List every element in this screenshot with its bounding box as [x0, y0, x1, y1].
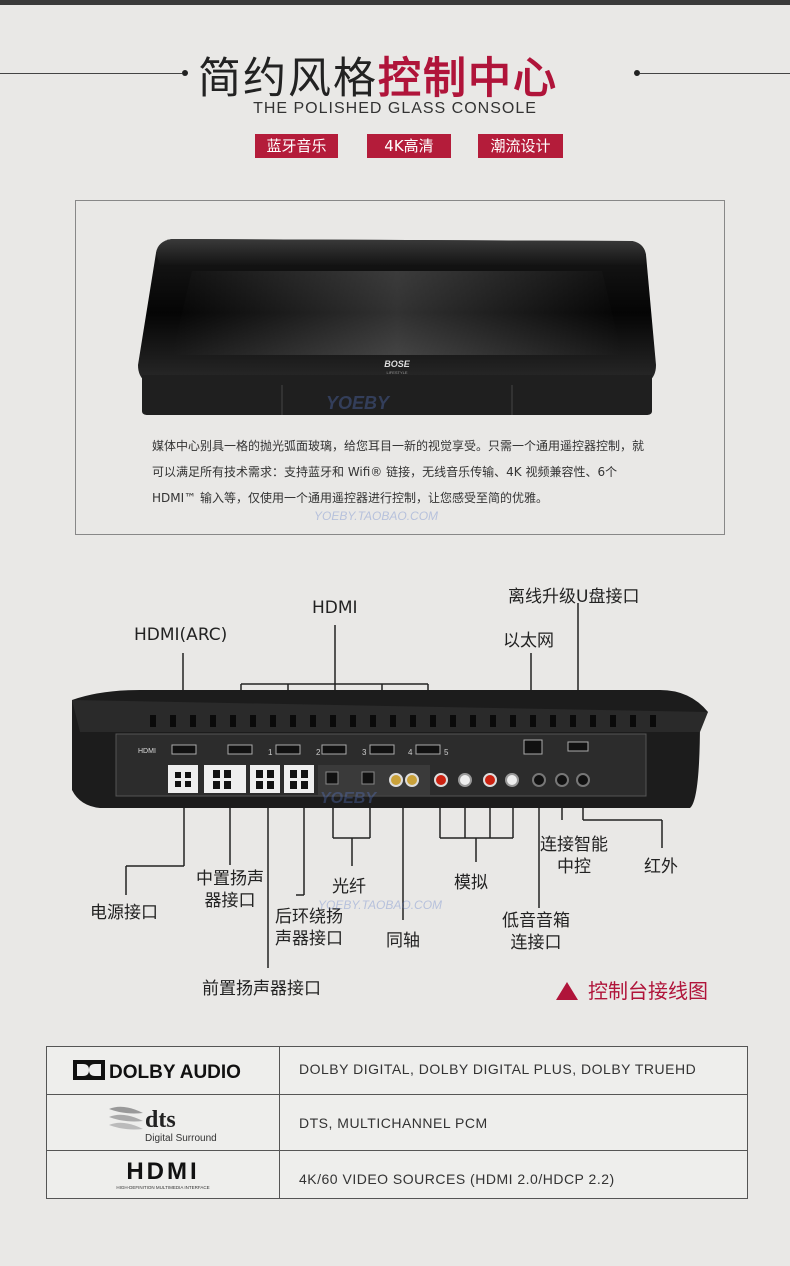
dts-logo-sub: Digital Surround: [145, 1133, 217, 1144]
watermark-url: YOEBY.TAOBAO.COM: [318, 898, 443, 912]
watermark-url: YOEBY.TAOBAO.COM: [314, 509, 439, 523]
connection-diagram: HDMI 1 2 3 4 5: [72, 603, 708, 968]
triangle-icon: [556, 982, 578, 1000]
dts-logo: dts Digital Surround: [47, 1095, 280, 1150]
format-text: 4K/60 VIDEO SOURCES (HDMI 2.0/HDCP 2.2): [299, 1171, 615, 1187]
format-text: DTS, MULTICHANNEL PCM: [299, 1115, 488, 1131]
table-row: dts Digital Surround DTS, MULTICHANNEL P…: [47, 1095, 747, 1151]
hdmi-logo-sub: HIGH-DEFINITION MULTIMEDIA INTERFACE: [116, 1185, 209, 1190]
page-subtitle: THE POLISHED GLASS CONSOLE: [253, 100, 537, 117]
port-label: 5: [444, 748, 449, 757]
label-front-speaker: 前置扬声器接口: [202, 979, 321, 999]
product-frame: BOSE LIFESTYLE YOEBY 媒体中心别具一格的抛光弧面玻璃，给您耳…: [75, 200, 725, 535]
label-hdmi-arc: HDMI(ARC): [134, 625, 228, 645]
table-row: DOLBY AUDIO DOLBY DIGITAL, DOLBY DIGITAL…: [47, 1047, 747, 1095]
label-infrared: 红外: [644, 857, 678, 877]
watermark: YOEBY: [320, 790, 377, 807]
feature-tag: 蓝牙音乐: [255, 134, 338, 158]
console-product-image: BOSE LIFESTYLE: [138, 239, 656, 415]
label-rear-speaker: 后环绕扬声器接口: [275, 907, 343, 949]
port-label: 3: [362, 748, 367, 757]
port-label: 4: [408, 748, 413, 757]
dolby-logo: DOLBY AUDIO: [47, 1047, 280, 1094]
hdmi-logo: HDMI HIGH-DEFINITION MULTIMEDIA INTERFAC…: [47, 1151, 280, 1198]
diagram-caption: 控制台接线图: [556, 975, 708, 1004]
watermark: YOEBY: [326, 393, 390, 413]
port-label: HDMI: [138, 748, 156, 755]
label-smart-control: 连接智能中控: [540, 835, 608, 877]
top-bar: [0, 0, 790, 5]
hdmi-logo-text: HDMI: [126, 1158, 199, 1185]
header-divider-left: [0, 73, 182, 74]
port-label: 1: [268, 748, 273, 757]
table-row: HDMI HIGH-DEFINITION MULTIMEDIA INTERFAC…: [47, 1151, 747, 1198]
brand-logo: BOSE: [384, 359, 411, 369]
format-table: DOLBY AUDIO DOLBY DIGITAL, DOLBY DIGITAL…: [46, 1046, 748, 1199]
header-divider-right: [640, 73, 790, 74]
console-back-panel: HDMI 1 2 3 4 5: [72, 690, 708, 808]
product-description: 媒体中心别具一格的抛光弧面玻璃，给您耳目一新的视觉享受。只需一个通用遥控器控制，…: [152, 439, 645, 505]
label-center-speaker: 中置扬声器接口: [196, 869, 264, 911]
dolby-logo-text: DOLBY AUDIO: [109, 1062, 241, 1083]
label-power: 电源接口: [90, 903, 158, 923]
label-hdmi: HDMI: [312, 598, 358, 618]
label-coaxial: 同轴: [386, 931, 420, 951]
label-ethernet: 以太网: [503, 631, 554, 651]
title-accent: 控制中心: [378, 54, 558, 104]
title-plain: 简约风格: [198, 54, 378, 104]
header-dot-right: [634, 70, 640, 76]
port-label: 2: [316, 748, 321, 757]
page-title: 简约风格控制中心: [198, 44, 618, 104]
label-optical: 光纤: [332, 877, 366, 897]
feature-tag: 4K高清: [367, 134, 451, 158]
brand-sub: LIFESTYLE: [386, 370, 407, 375]
label-usb: 离线升级U盘接口: [508, 587, 640, 607]
caption-text: 控制台接线图: [588, 979, 708, 1003]
label-subwoofer: 低音音箱连接口: [502, 911, 570, 953]
dts-logo-text: dts: [145, 1107, 176, 1133]
feature-tag: 潮流设计: [478, 134, 563, 158]
format-text: DOLBY DIGITAL, DOLBY DIGITAL PLUS, DOLBY…: [299, 1061, 697, 1077]
header-dot-left: [182, 70, 188, 76]
label-analog: 模拟: [454, 873, 488, 893]
